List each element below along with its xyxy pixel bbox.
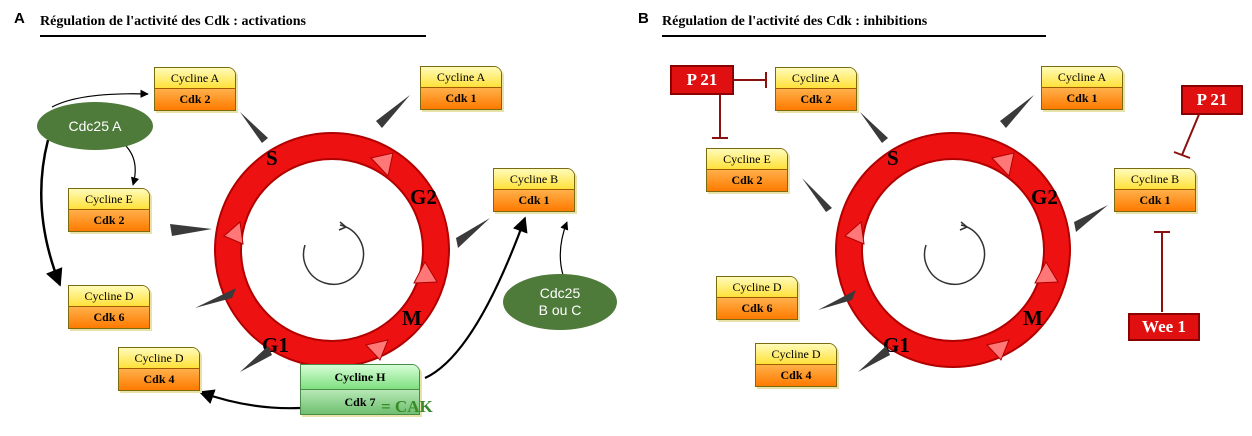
complex-cyclin-a-cdk2-b: Cycline A Cdk 2	[775, 67, 857, 111]
cdc25bc-label-line1: Cdc25	[539, 285, 581, 301]
p21-to-cycb-bar	[1173, 151, 1191, 159]
ring-chevron	[844, 221, 865, 245]
cdk-label: Cdk 6	[69, 306, 149, 328]
wedge	[858, 346, 890, 372]
phase-g2-b: G2	[1031, 185, 1058, 209]
cdk-label: Cdk 4	[119, 368, 199, 390]
center-loop	[302, 224, 365, 285]
wedge	[170, 224, 212, 236]
cyclin-label: Cycline D	[756, 344, 836, 364]
ring-chevron	[365, 339, 389, 361]
complex-cyclin-e-cdk2-a: Cycline E Cdk 2	[68, 188, 150, 232]
complex-cyclin-a-cdk2-a: Cycline A Cdk 2	[154, 67, 236, 111]
cyclin-label: Cycline A	[776, 68, 856, 88]
center-loop-tip	[338, 221, 348, 231]
cak-label: = CAK	[381, 397, 433, 416]
cdk-label: Cdk 2	[155, 88, 235, 110]
phase-g2-a: G2	[410, 185, 437, 209]
wedge	[240, 346, 272, 372]
complex-cyclin-h-cdk7: Cycline H Cdk 7	[300, 364, 420, 415]
wedge	[1074, 205, 1108, 232]
cdk-label: Cdk 1	[494, 189, 574, 211]
wedge	[456, 218, 490, 248]
wedges-b	[802, 95, 1108, 372]
complex-cyclin-a-cdk1-a: Cycline A Cdk 1	[420, 66, 502, 110]
panel-b-letter: B	[638, 10, 649, 27]
cdk-label: Cdk 2	[776, 88, 856, 110]
wedge	[860, 112, 888, 143]
wedge	[240, 112, 268, 143]
ring-chevron	[413, 260, 438, 284]
wedge	[818, 290, 856, 310]
wedge	[802, 178, 832, 212]
cyclin-label: Cycline E	[69, 189, 149, 209]
arrow-cdc25a-to-cyce	[124, 144, 140, 186]
cyclin-label: Cycline H	[301, 365, 419, 389]
complex-cyclin-d-cdk4-a: Cycline D Cdk 4	[118, 347, 200, 391]
arrow-cdc25b-to-cdk1	[559, 221, 569, 276]
panel-a-title-rule	[40, 35, 426, 37]
panel-b-title-rule	[662, 35, 1046, 37]
cell-cycle-ring-a	[214, 132, 450, 368]
cdk-label: Cdk 7	[301, 389, 419, 414]
wee1-inhibitor: Wee 1	[1128, 313, 1200, 341]
cyclin-label: Cycline A	[1042, 67, 1122, 87]
phase-s-b: S	[887, 146, 899, 170]
inhibition-lines-b	[712, 72, 1201, 312]
cdk-label: Cdk 1	[1042, 87, 1122, 109]
cdk-label: Cdk 1	[421, 87, 501, 109]
complex-cyclin-a-cdk1-b: Cycline A Cdk 1	[1041, 66, 1123, 110]
phase-s-a: S	[266, 146, 278, 170]
complex-cyclin-d-cdk4-b: Cycline D Cdk 4	[755, 343, 837, 387]
wedge	[195, 288, 236, 308]
ring-chevron	[986, 339, 1010, 361]
panel-a-title: Régulation de l'activité des Cdk : activ…	[40, 14, 306, 29]
ring-chevron	[991, 152, 1015, 178]
cdc25a-label: Cdc25 A	[68, 117, 122, 134]
ring-chevron	[1034, 260, 1059, 284]
p21-to-cycb-line	[1181, 111, 1201, 156]
cdc25bc-label-line2: B ou C	[538, 302, 582, 318]
cyclin-label: Cycline A	[155, 68, 235, 88]
arrow-cak-to-cdk1	[424, 216, 528, 379]
complex-cyclin-b-cdk1-a: Cycline B Cdk 1	[493, 168, 575, 212]
ring-chevron	[370, 152, 394, 178]
panel-a-letter: A	[14, 10, 25, 27]
cyclin-label: Cycline E	[707, 149, 787, 169]
cdk-label: Cdk 6	[717, 297, 797, 319]
phase-m-b: M	[1023, 306, 1043, 330]
arrow-cak-to-cdk4	[198, 389, 301, 410]
cdk-label: Cdk 4	[756, 364, 836, 386]
center-loop	[923, 224, 986, 285]
panel-b-title: Régulation de l'activité des Cdk : inhib…	[662, 14, 928, 29]
ring-chevron	[223, 221, 244, 245]
wedge	[1000, 95, 1034, 128]
wedges-a	[170, 95, 490, 372]
center-loop-tip	[959, 221, 969, 231]
complex-cyclin-d-cdk6-b: Cycline D Cdk 6	[716, 276, 798, 320]
cdk-label: Cdk 2	[707, 169, 787, 191]
complex-cyclin-e-cdk2-b: Cycline E Cdk 2	[706, 148, 788, 192]
arrow-cdc25a-to-cycd	[40, 139, 63, 287]
phase-m-a: M	[402, 306, 422, 330]
cdk-label: Cdk 1	[1115, 189, 1195, 211]
complex-cyclin-d-cdk6-a: Cycline D Cdk 6	[68, 285, 150, 329]
cyclin-label: Cycline A	[421, 67, 501, 87]
cyclin-label: Cycline D	[717, 277, 797, 297]
cdc25a-ellipse: Cdc25 A	[37, 102, 153, 150]
cdc25bc-ellipse: Cdc25 B ou C	[503, 274, 617, 330]
wedge	[376, 95, 410, 128]
arrow-cdc25a-to-cdk2	[51, 89, 149, 108]
p21-inhibitor-right: P 21	[1181, 85, 1243, 115]
cyclin-label: Cycline D	[119, 348, 199, 368]
cdk-label: Cdk 2	[69, 209, 149, 231]
activation-arrows-a	[40, 89, 569, 410]
cyclin-label: Cycline D	[69, 286, 149, 306]
p21-inhibitor-left: P 21	[670, 65, 734, 95]
cyclin-label: Cycline B	[1115, 169, 1195, 189]
cell-cycle-ring-b	[835, 132, 1071, 368]
complex-cyclin-b-cdk1-b: Cycline B Cdk 1	[1114, 168, 1196, 212]
cyclin-label: Cycline B	[494, 169, 574, 189]
